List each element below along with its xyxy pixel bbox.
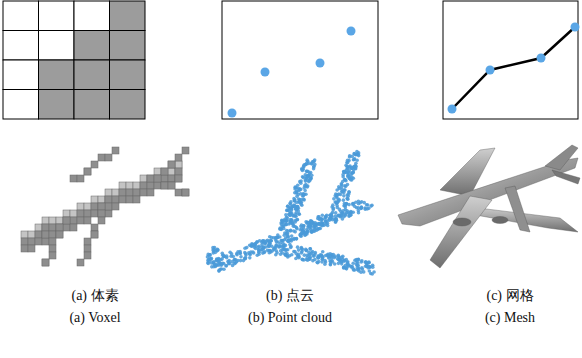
caption-label: (c) 网格 [486,288,533,303]
caption-label: (c) Mesh [485,310,535,325]
voxel-grid [3,1,145,119]
caption-label: (b) 点云 [266,288,314,303]
caption-label: (a) 体素 [71,288,118,303]
caption-label: (a) Voxel [69,310,120,325]
point-panel [222,1,378,119]
mesh-airplane [398,145,580,268]
mesh-panel [443,1,580,119]
caption-label: (b) Point cloud [248,310,332,325]
point-cloud-airplane [206,150,376,276]
voxel-airplane [21,147,189,266]
